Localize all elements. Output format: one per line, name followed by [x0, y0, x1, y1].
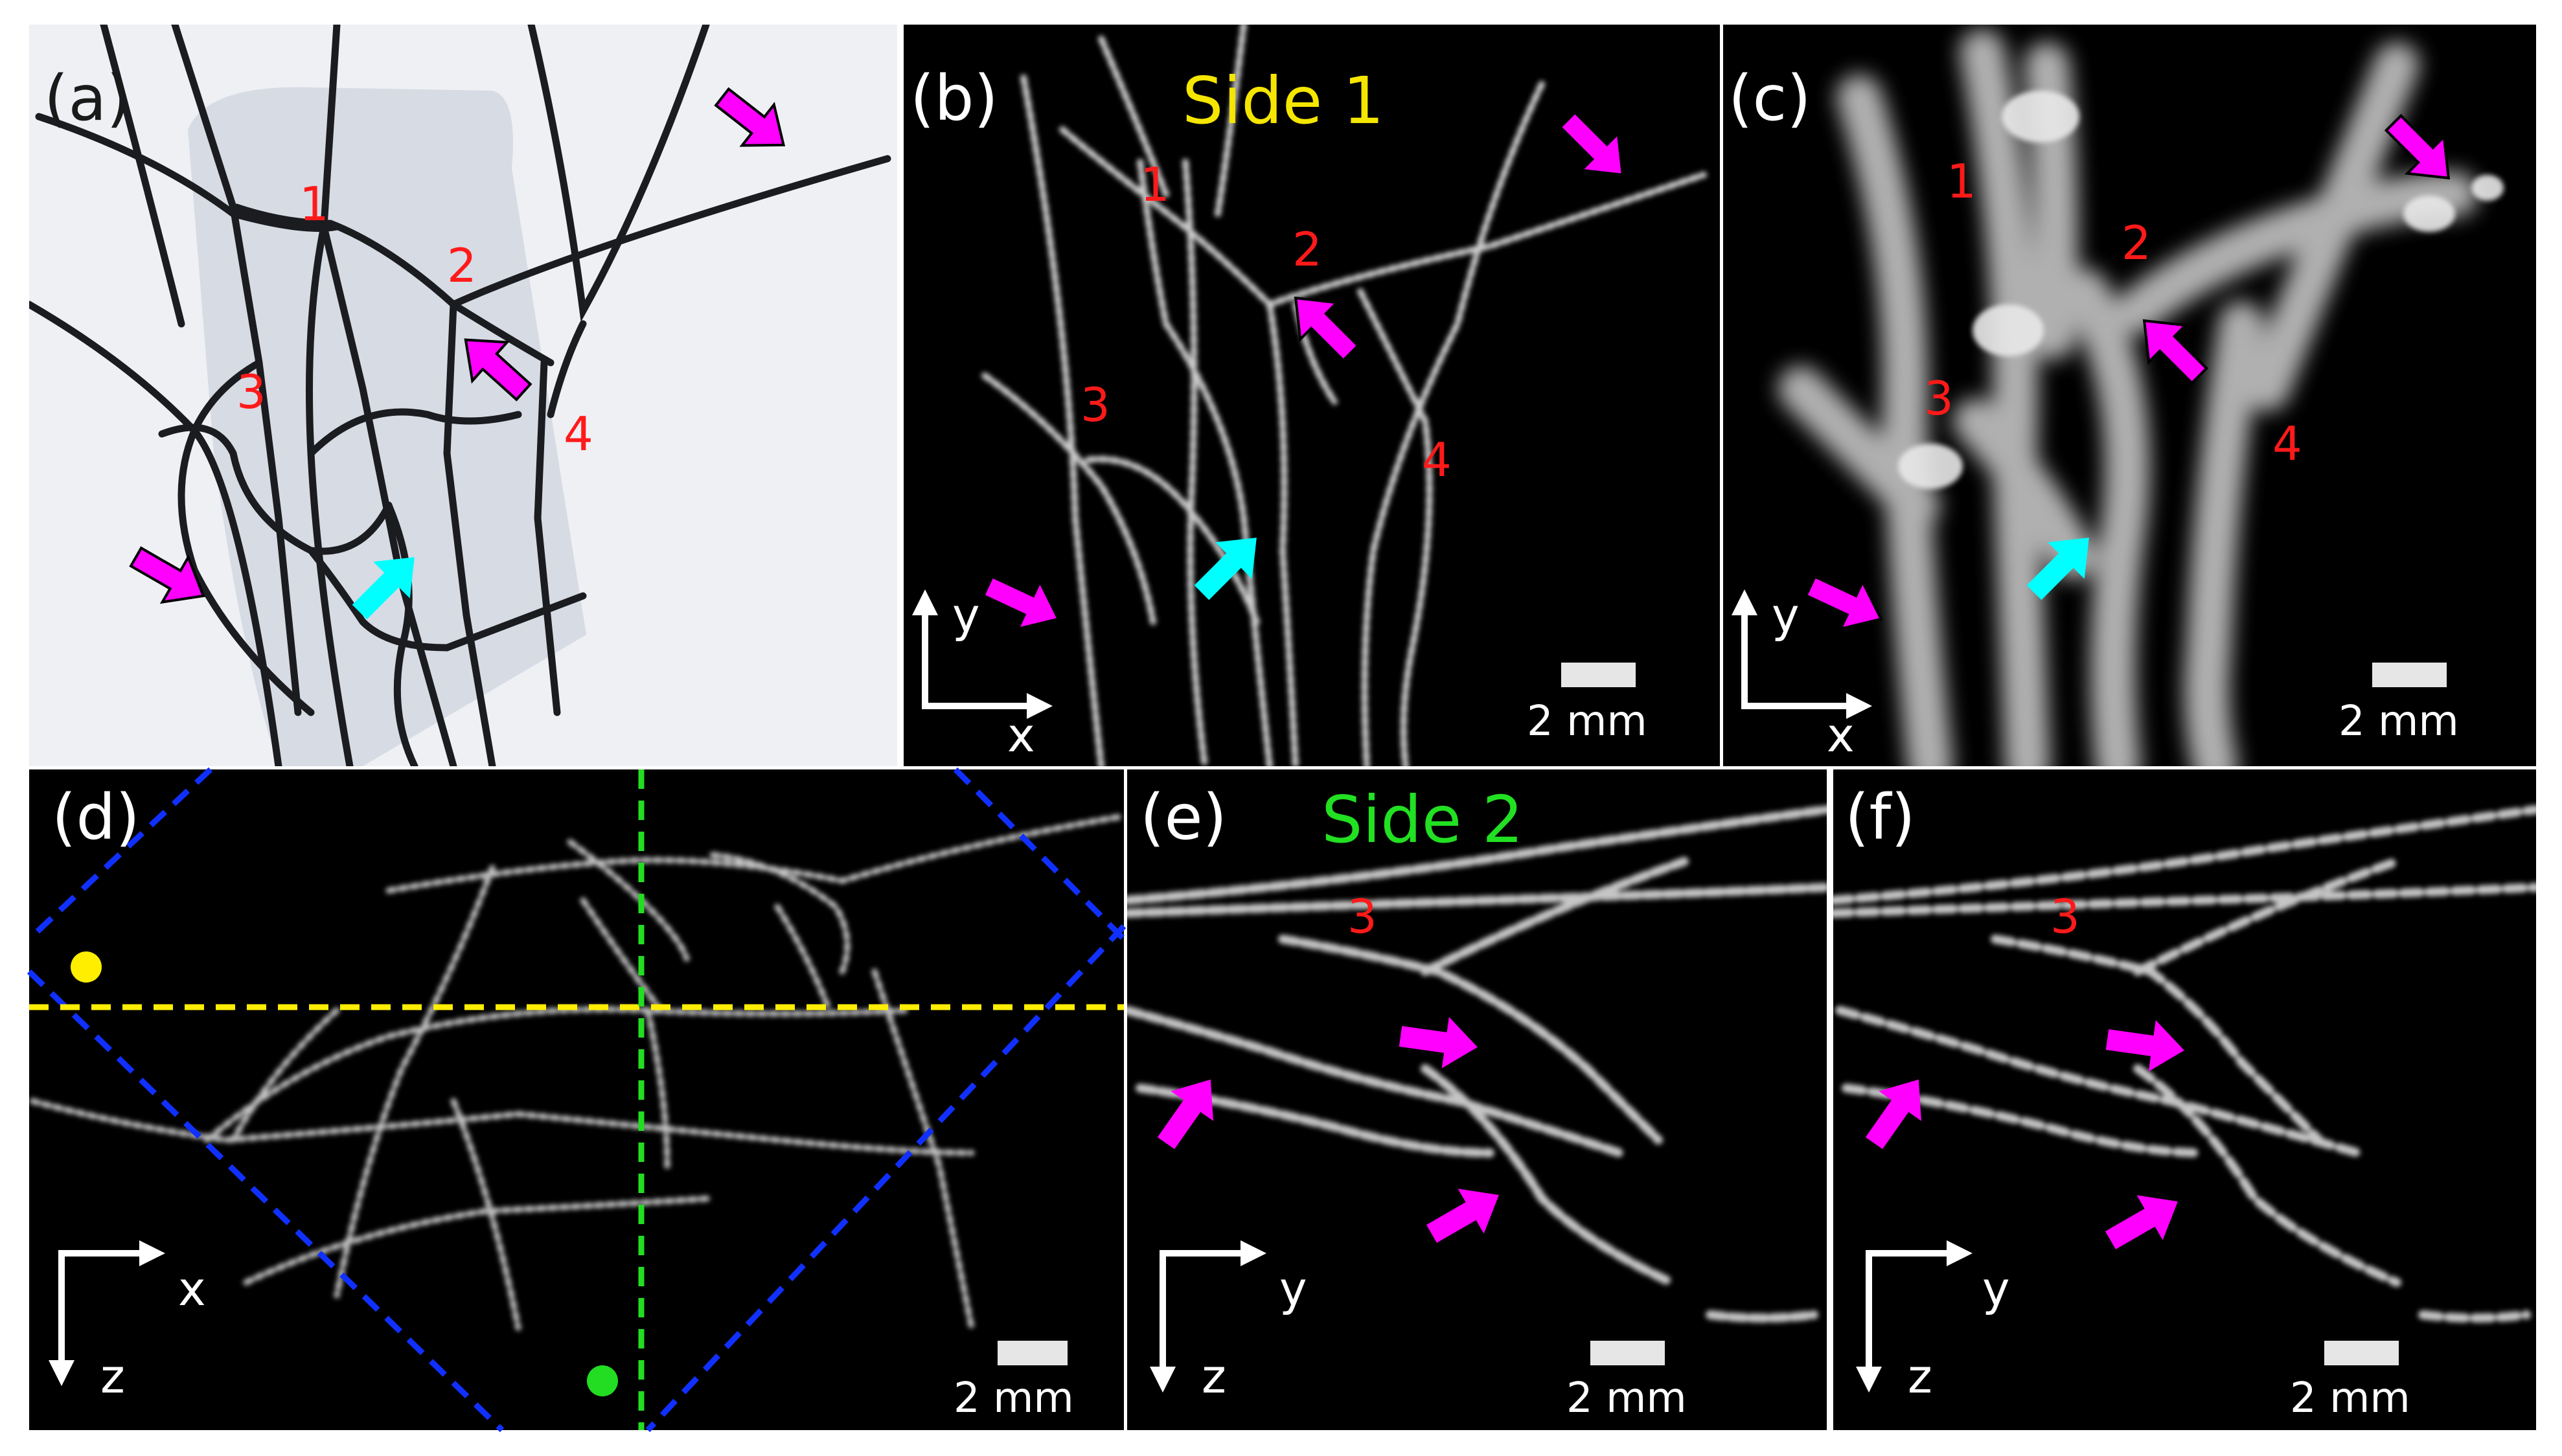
- panel-a-label: (a): [44, 62, 131, 135]
- panel-d-label: (d): [52, 781, 140, 854]
- panel-e-label: (e): [1140, 781, 1227, 854]
- axis-label-y: y: [952, 588, 980, 643]
- scale-bar-label: 2 mm: [2339, 698, 2459, 745]
- scale-bar: [2372, 663, 2447, 687]
- green-dot-icon: [587, 1365, 618, 1396]
- number-label: 1: [299, 177, 329, 231]
- axis-arrow-icon: [912, 589, 1053, 719]
- scale-bar: [2324, 1341, 2399, 1365]
- number-label: 3: [1924, 371, 1954, 426]
- panel-f-background: [1833, 769, 2536, 1430]
- number-label: 2: [1292, 222, 1322, 277]
- scale-bar: [998, 1341, 1068, 1365]
- scale-bar-label: 2 mm: [1527, 698, 1647, 745]
- blue-dashed-lines: [27, 767, 1127, 1433]
- panel-e: (e) Side 2 3 y z 2 mm: [1127, 769, 1827, 1430]
- panel-b-label: (b): [910, 62, 998, 135]
- number-label: 4: [564, 407, 593, 461]
- axis-label-z: z: [100, 1349, 125, 1404]
- number-label: 3: [1347, 889, 1377, 944]
- panel-e-background: [1127, 769, 1827, 1430]
- number-label: 3: [2050, 889, 2080, 944]
- scale-bar-label: 2 mm: [2290, 1374, 2410, 1422]
- photoacoustic-image-side1: [981, 25, 1707, 766]
- panel-c: (c) 1 2 3 4 y x 2 mm: [1723, 25, 2536, 766]
- axis-label-x: x: [178, 1262, 206, 1316]
- axis-label-z: z: [1202, 1349, 1226, 1404]
- panel-a: (a) 1 2 3 4: [29, 25, 897, 766]
- number-label: 4: [1422, 433, 1452, 487]
- axis-label-z: z: [1908, 1349, 1932, 1404]
- axis-label-x: x: [1827, 708, 1855, 762]
- phantom-photo: [29, 25, 891, 766]
- yellow-dot-icon: [71, 951, 102, 983]
- photoacoustic-image-top-view: [29, 813, 1124, 1331]
- panel-f-label: (f): [1845, 781, 1916, 854]
- axis-arrow-icon: [49, 1240, 165, 1386]
- number-label: 2: [2122, 216, 2151, 270]
- axis-arrow-icon: [1856, 1240, 1973, 1393]
- number-label: 1: [1947, 154, 1976, 209]
- axis-arrow-icon: [1732, 589, 1872, 719]
- panel-f: (f) 3 y z 2 mm: [1833, 769, 2536, 1430]
- axis-arrow-icon: [1150, 1240, 1266, 1393]
- axis-label-y: y: [1279, 1262, 1307, 1316]
- scale-bar: [1590, 1341, 1665, 1365]
- panel-b: (b) Side 1 1 2 3 4 y x 2 mm: [904, 25, 1720, 766]
- scale-bar-label: 2 mm: [1566, 1374, 1687, 1422]
- axis-label-y: y: [1772, 588, 1800, 643]
- number-label: 3: [236, 365, 266, 419]
- photoacoustic-image-side2-alt: [1833, 805, 2536, 1323]
- number-label: 4: [2272, 416, 2302, 471]
- number-label: 1: [1140, 157, 1170, 212]
- panel-d-background: [29, 769, 1124, 1430]
- axis-label-x: x: [1007, 708, 1035, 762]
- number-label: 3: [1081, 378, 1110, 432]
- panel-d: (d) x z 2 mm: [27, 767, 1127, 1433]
- scale-bar-label: 2 mm: [954, 1374, 1074, 1422]
- axis-label-y: y: [1982, 1262, 2010, 1316]
- scale-bar: [1561, 663, 1636, 687]
- side1-title: Side 1: [1182, 63, 1384, 139]
- panel-c-label: (c): [1728, 62, 1811, 135]
- photoacoustic-image-side1-smoothed: [1778, 29, 2504, 766]
- side2-title: Side 2: [1321, 782, 1524, 858]
- number-label: 2: [447, 238, 477, 293]
